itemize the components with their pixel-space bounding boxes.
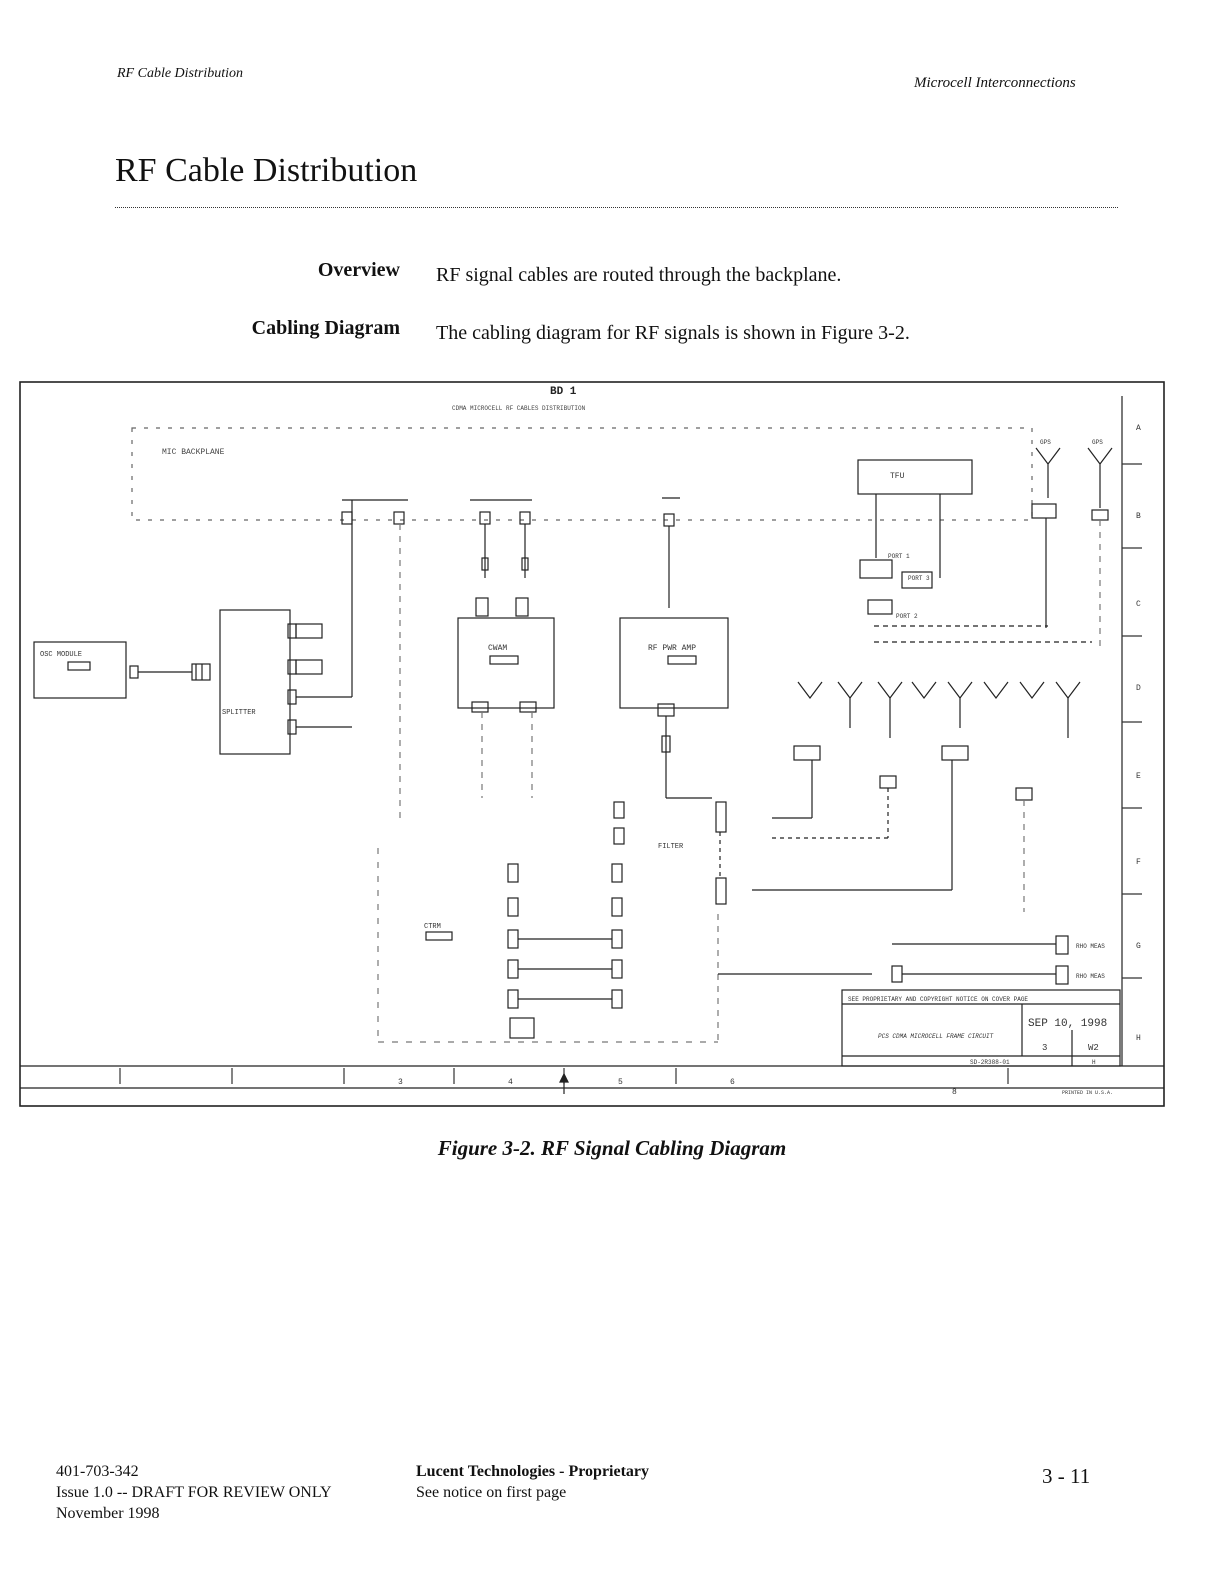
- running-header-left: RF Cable Distribution: [117, 66, 243, 81]
- running-header-right: Microcell Interconnections: [914, 75, 1076, 91]
- printed-label: PRINTED IN U.S.A.: [1062, 1090, 1113, 1096]
- title-block-title: PCS CDMA MICROCELL FRAME CIRCUIT: [878, 1033, 994, 1040]
- col-5: 5: [618, 1078, 623, 1087]
- page-number: 3 - 11: [1042, 1464, 1091, 1488]
- title-block-notice: SEE PROPRIETARY AND COPYRIGHT NOTICE ON …: [848, 996, 1028, 1003]
- port3-label: PORT 3: [908, 575, 930, 582]
- rf-pwr-amp-label: RF PWR AMP: [648, 644, 696, 653]
- row-f: F: [1136, 858, 1141, 867]
- section-text-cabling-diagram: The cabling diagram for RF signals is sh…: [436, 322, 910, 344]
- issue-date: November 1998: [56, 1505, 160, 1522]
- figure-caption: Figure 3-2. RF Signal Cabling Diagram: [437, 1136, 787, 1160]
- title-block-sheet: 3: [1042, 1043, 1047, 1053]
- port1-label: PORT 1: [888, 553, 910, 560]
- col-4: 4: [508, 1078, 513, 1087]
- row-h: H: [1136, 1034, 1141, 1043]
- backplane-label: MIC BACKPLANE: [162, 448, 225, 457]
- row-e: E: [1136, 772, 1141, 781]
- col-8: 8: [952, 1088, 957, 1097]
- cwam-label: CWAM: [488, 644, 507, 653]
- gps2-label: GPS: [1092, 439, 1103, 446]
- notice-line: See notice on first page: [416, 1484, 567, 1501]
- gps1-label: GPS: [1040, 439, 1051, 446]
- diagram-top-label: BD 1: [550, 386, 577, 398]
- tfu-label: TFU: [890, 472, 905, 481]
- col-6: 6: [730, 1078, 735, 1087]
- row-d: D: [1136, 684, 1141, 693]
- rf-cabling-diagram: BD 1 CDMA MICROCELL RF CABLES DISTRIBUTI…: [12, 378, 1168, 1120]
- title-block-drawing: SD-2R388-01: [970, 1059, 1010, 1066]
- page-title: RF Cable Distribution: [115, 152, 418, 189]
- section-label-cabling-diagram: Cabling Diagram: [251, 317, 400, 339]
- rho-meas-1: RHO MEAS: [1076, 943, 1105, 950]
- title-block-code: H: [1092, 1059, 1096, 1066]
- osc-module-label: OSC MODULE: [40, 651, 82, 659]
- title-block-date: SEP 10, 1998: [1028, 1018, 1107, 1030]
- splitter-label: SPLITTER: [222, 709, 256, 717]
- diagram-subtitle: CDMA MICROCELL RF CABLES DISTRIBUTION: [452, 405, 586, 412]
- col-3: 3: [398, 1078, 403, 1087]
- company-line: Lucent Technologies - Proprietary: [416, 1463, 650, 1480]
- row-g: G: [1136, 942, 1141, 951]
- ctrm-label: CTRM: [424, 923, 441, 931]
- footer-center: Lucent Technologies - Proprietary See no…: [416, 1461, 649, 1503]
- footer-left: 401-703-342 Issue 1.0 -- DRAFT FOR REVIE…: [56, 1461, 332, 1524]
- doc-number: 401-703-342: [56, 1463, 139, 1480]
- port2-label: PORT 2: [896, 613, 918, 620]
- issue-line: Issue 1.0 -- DRAFT FOR REVIEW ONLY: [56, 1484, 332, 1501]
- section-text-overview: RF signal cables are routed through the …: [436, 264, 842, 286]
- row-a: A: [1136, 424, 1141, 433]
- title-divider: [115, 207, 1118, 208]
- rho-meas-2: RHO MEAS: [1076, 973, 1105, 980]
- row-c: C: [1136, 600, 1141, 609]
- title-block-rev: W2: [1088, 1043, 1099, 1053]
- section-label-overview: Overview: [317, 259, 400, 281]
- filter-label: FILTER: [658, 843, 684, 851]
- row-b: B: [1136, 512, 1141, 521]
